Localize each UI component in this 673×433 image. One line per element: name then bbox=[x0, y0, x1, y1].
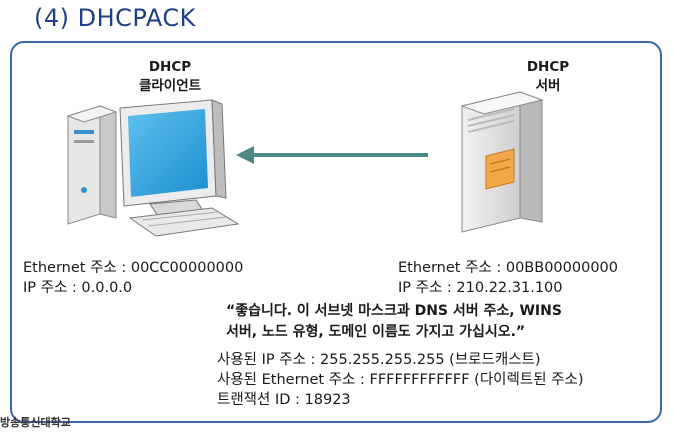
slide-title: (4) DHCPACK bbox=[34, 4, 196, 32]
packet-info: 사용된 IP 주소 : 255.255.255.255 (브로드캐스트) 사용된… bbox=[217, 350, 583, 410]
server-label-line1: DHCP bbox=[526, 59, 570, 75]
client-label-line1: DHCP bbox=[148, 59, 192, 75]
diagram-frame bbox=[10, 41, 662, 423]
client-ethernet-address: Ethernet 주소 : 00CC00000000 bbox=[23, 260, 244, 276]
client-label-line2: 클라이언트 bbox=[138, 78, 202, 94]
server-label-line2: 서버 bbox=[535, 78, 561, 94]
server-message: “좋습니다. 이 서브넷 마스크과 DNS 서버 주소, WINS 서버, 노드… bbox=[226, 301, 562, 343]
server-message-line1: “좋습니다. 이 서브넷 마스크과 DNS 서버 주소, WINS bbox=[226, 303, 562, 319]
server-icon bbox=[460, 91, 544, 233]
client-computer-icon bbox=[66, 99, 240, 237]
client-ip-address: IP 주소 : 0.0.0.0 bbox=[23, 280, 133, 296]
packet-ip: 사용된 IP 주소 : 255.255.255.255 (브로드캐스트) bbox=[217, 352, 541, 368]
client-label: DHCP 클라이언트 bbox=[100, 58, 240, 96]
arrow-server-to-client bbox=[236, 146, 428, 164]
footer-logo-text: 방송통신대학교 bbox=[0, 416, 71, 429]
server-ethernet-address: Ethernet 주소 : 00BB00000000 bbox=[398, 260, 619, 276]
server-label: DHCP 서버 bbox=[478, 58, 618, 96]
packet-ethernet: 사용된 Ethernet 주소 : FFFFFFFFFFFF (다이렉트된 주소… bbox=[217, 372, 584, 388]
server-message-line2: 서버, 노드 유형, 도메인 이름도 가지고 가십시오.” bbox=[226, 324, 526, 340]
server-ip-address: IP 주소 : 210.22.31.100 bbox=[398, 280, 563, 296]
packet-transaction-id: 트랜잭션 ID : 18923 bbox=[217, 392, 351, 408]
